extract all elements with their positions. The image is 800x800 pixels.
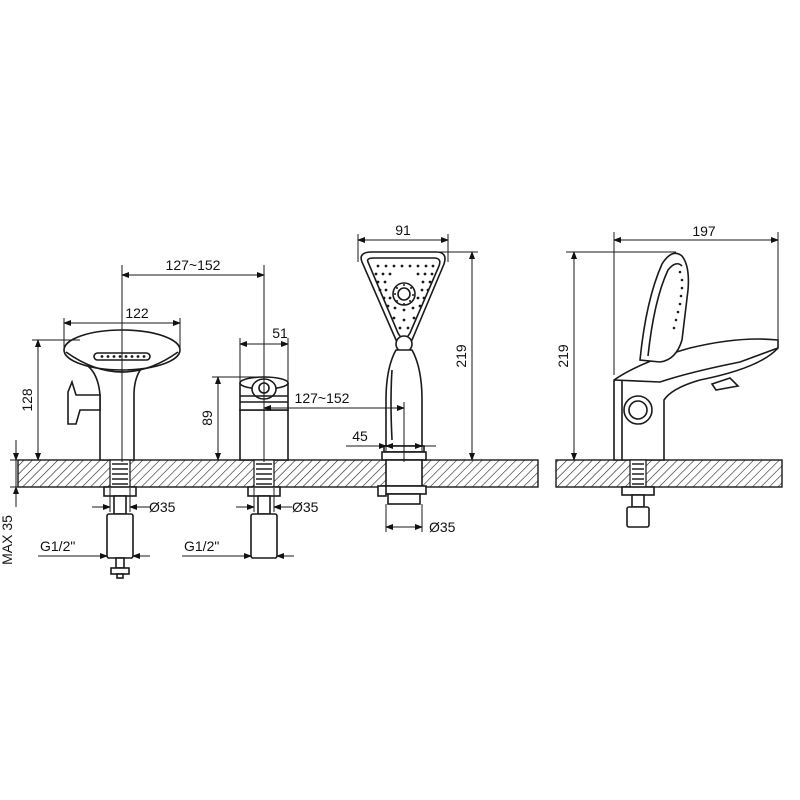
- hole-diameter-3-label: Ø35: [429, 519, 456, 535]
- shower-width-label: 91: [395, 222, 411, 238]
- spout-spacing-label: 127~152: [166, 257, 221, 273]
- side-height-label: 219: [555, 344, 571, 368]
- hand-shower-front-view: [360, 251, 446, 505]
- dimension-lines: [10, 232, 779, 559]
- hole-diameter-2-label: Ø35: [292, 499, 319, 515]
- thread-2-label: G1/2": [184, 538, 219, 554]
- spout-height-label: 128: [19, 388, 35, 412]
- deck-right: [555, 459, 783, 488]
- spray-nozzles-icon: [374, 264, 435, 330]
- valve-spacing-label: 127~152: [295, 390, 350, 406]
- shower-height-label: 219: [453, 344, 469, 368]
- deck-max-label: MAX 35: [0, 515, 15, 565]
- thread-1-label: G1/2": [40, 538, 75, 554]
- side-view: [613, 252, 779, 528]
- spout-width-label: 122: [125, 305, 149, 321]
- dimension-labels: 127~152 122 128 51 89 127~152 91 219 45 …: [0, 222, 716, 565]
- deck-left: [17, 459, 539, 488]
- shower-base-label: 45: [352, 428, 368, 444]
- side-width-label: 197: [692, 223, 716, 239]
- valve-height-label: 89: [199, 410, 215, 426]
- hole-diameter-1-label: Ø35: [149, 499, 176, 515]
- valve-width-label: 51: [272, 325, 288, 341]
